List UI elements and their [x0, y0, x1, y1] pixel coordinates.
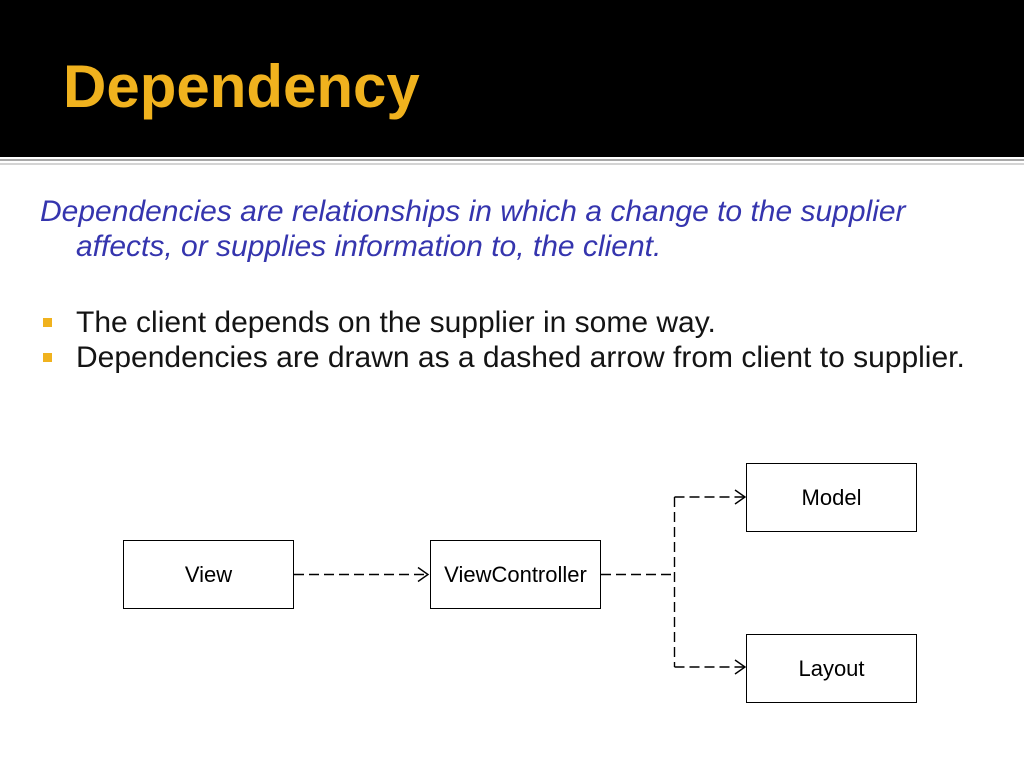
- bullet-item: Dependencies are drawn as a dashed arrow…: [40, 340, 1010, 375]
- bullet-text: The client depends on the supplier in so…: [76, 306, 716, 339]
- diagram-node-model: Model: [746, 463, 917, 532]
- bullet-text: Dependencies are drawn as a dashed arrow…: [76, 341, 965, 374]
- definition-text: Dependencies are relationships in which …: [40, 195, 906, 263]
- slide-title: Dependency: [63, 53, 420, 120]
- title-bar: Dependency: [0, 0, 1024, 157]
- node-label: Model: [801, 484, 862, 510]
- bullet-list: The client depends on the supplier in so…: [40, 305, 1010, 375]
- node-label: ViewController: [444, 561, 587, 587]
- header-rule: [0, 159, 1024, 161]
- arrowhead-model: [734, 489, 747, 505]
- node-label: Layout: [798, 655, 865, 681]
- diagram-node-layout: Layout: [746, 634, 917, 703]
- arrowhead-viewcontroller: [417, 566, 430, 583]
- node-label: View: [184, 561, 233, 587]
- diagram-node-view: View: [123, 540, 294, 609]
- bullet-item: The client depends on the supplier in so…: [40, 305, 1010, 340]
- header-rule-light: [0, 163, 1024, 165]
- bullet-square-icon: [43, 318, 52, 327]
- diagram-node-viewcontroller: ViewController: [430, 540, 601, 609]
- bullet-square-icon: [43, 353, 52, 362]
- arrowhead-layout: [734, 659, 747, 675]
